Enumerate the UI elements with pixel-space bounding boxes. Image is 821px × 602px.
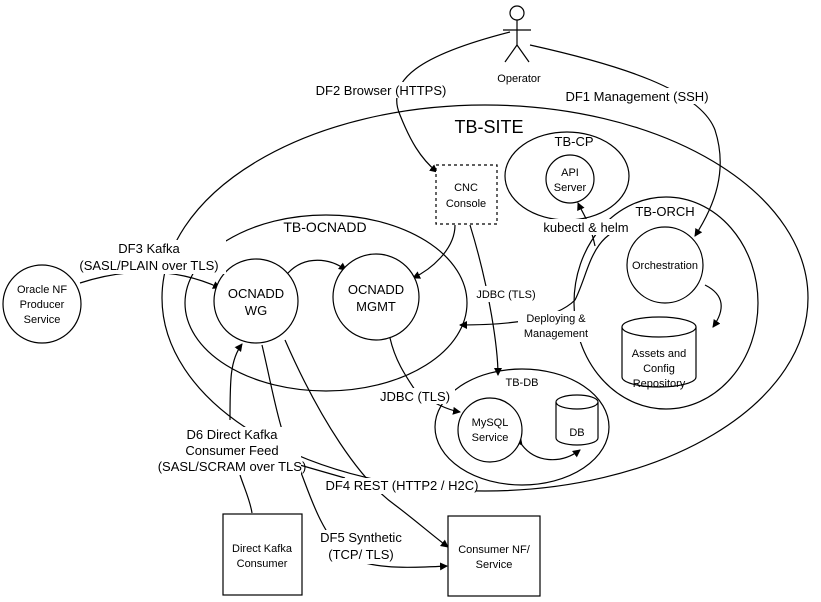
tb-db-boundary [434,368,610,486]
assets-label-3: Repository [633,378,686,390]
tb-orch-label: TB-ORCH [635,204,694,219]
oracle-nf-label-3: Service [24,314,61,326]
mysql-db-line [514,437,581,461]
jdbc1-label-bg [470,286,542,302]
tb-site-label: TB-SITE [454,117,523,137]
assets-label-2: Config [643,363,675,375]
orchestration-label: Orchestration [632,260,698,272]
deploying-label-2: Management [524,328,588,340]
ocnadd-wg-label-1: OCNADD [228,286,284,301]
df4-label: DF4 REST (HTTP2 / H2C) [326,478,479,493]
direct-kafka-consumer-label-1: Direct Kafka [232,543,293,555]
api-server-label-2: Server [554,182,587,194]
cnc-jdbc-line [469,224,502,376]
df3-flow-line [79,271,221,289]
deploying-label-1: Deploying & [526,313,586,325]
d6-label-2: Consumer Feed [185,443,278,458]
ocnadd-wg-node [213,258,299,344]
db-label: DB [569,427,584,439]
wg-mgmt-line [280,259,347,281]
df5-label-2: (TCP/ TLS) [328,547,394,562]
oracle-nf-label-2: Producer [20,299,65,311]
orchestration-node [626,226,704,304]
df1-flow-line [529,44,721,237]
df4-flow-line [284,339,449,548]
df2-flow-line [396,31,511,173]
df3-label-bg [72,240,226,274]
tb-ocnadd-label: TB-OCNADD [283,219,366,235]
ocnadd-mgmt-label-2: MGMT [356,299,396,314]
ocnadd-mgmt-label-1: OCNADD [348,282,404,297]
kubectl-line [577,202,596,247]
mysql-label-1: MySQL [472,417,509,429]
oracle-nf-producer-node [2,264,82,344]
consumer-nf-label-2: Service [476,559,513,571]
api-server-node [545,154,595,204]
api-server-label-1: API [561,167,579,179]
df5-label-bg [318,530,404,564]
df5-label-1: DF5 Synthetic [320,530,402,545]
df3-label-2: (SASL/PLAIN over TLS) [79,258,218,273]
tb-orch-boundary [573,196,759,410]
operator-icon [503,5,531,63]
jdbc1-label: JDBC (TLS) [476,289,535,301]
operator-label: Operator [497,73,541,85]
tb-db-label: TB-DB [506,377,539,389]
orch-to-assets-line [704,284,722,328]
df4-label-bg [328,478,476,494]
tb-site-boundary [161,104,809,492]
db-node [555,394,599,446]
df2-label: DF2 Browser (HTTPS) [316,83,447,98]
d6-flow-line [229,343,243,421]
df1-label: DF1 Management (SSH) [565,89,708,104]
d6-label-3: (SASL/SCRAM over TLS) [158,459,307,474]
d6-consumer-line [239,474,253,514]
deploying-line [459,224,631,329]
consumer-nf-service-box [447,515,541,597]
df3-label-1: DF3 Kafka [118,241,180,256]
cnc-console-label-2: Console [446,198,486,210]
d6-label-1: D6 Direct Kafka [186,427,278,442]
cnc-to-mgmt-line [412,224,456,279]
jdbc2-label: JDBC (TLS) [380,389,450,404]
df1-label-bg [556,88,718,104]
mysql-label-2: Service [472,432,509,444]
ocnadd-mgmt-node [332,253,420,341]
direct-kafka-consumer-label-2: Consumer [237,558,288,570]
cnc-console-label-1: CNC [454,182,478,194]
direct-kafka-consumer-box [222,513,303,596]
assets-label-1: Assets and [632,348,686,360]
jdbc2-label-bg [375,388,455,404]
oracle-nf-label-1: Oracle NF [17,284,67,296]
kubectl-label-bg [536,219,636,235]
tb-ocnadd-boundary [184,214,468,392]
tb-cp-label: TB-CP [555,134,594,149]
deploying-label-bg [518,311,594,342]
df2-label-bg [306,82,454,98]
cnc-console-box [435,164,498,225]
ocnadd-wg-label-2: WG [245,303,267,318]
kubectl-label: kubectl & helm [543,220,628,235]
consumer-nf-label-1: Consumer NF/ [458,544,530,556]
assets-config-repository-node [621,316,697,388]
mysql-service-node [457,397,523,463]
d6-label-bg [163,427,301,475]
